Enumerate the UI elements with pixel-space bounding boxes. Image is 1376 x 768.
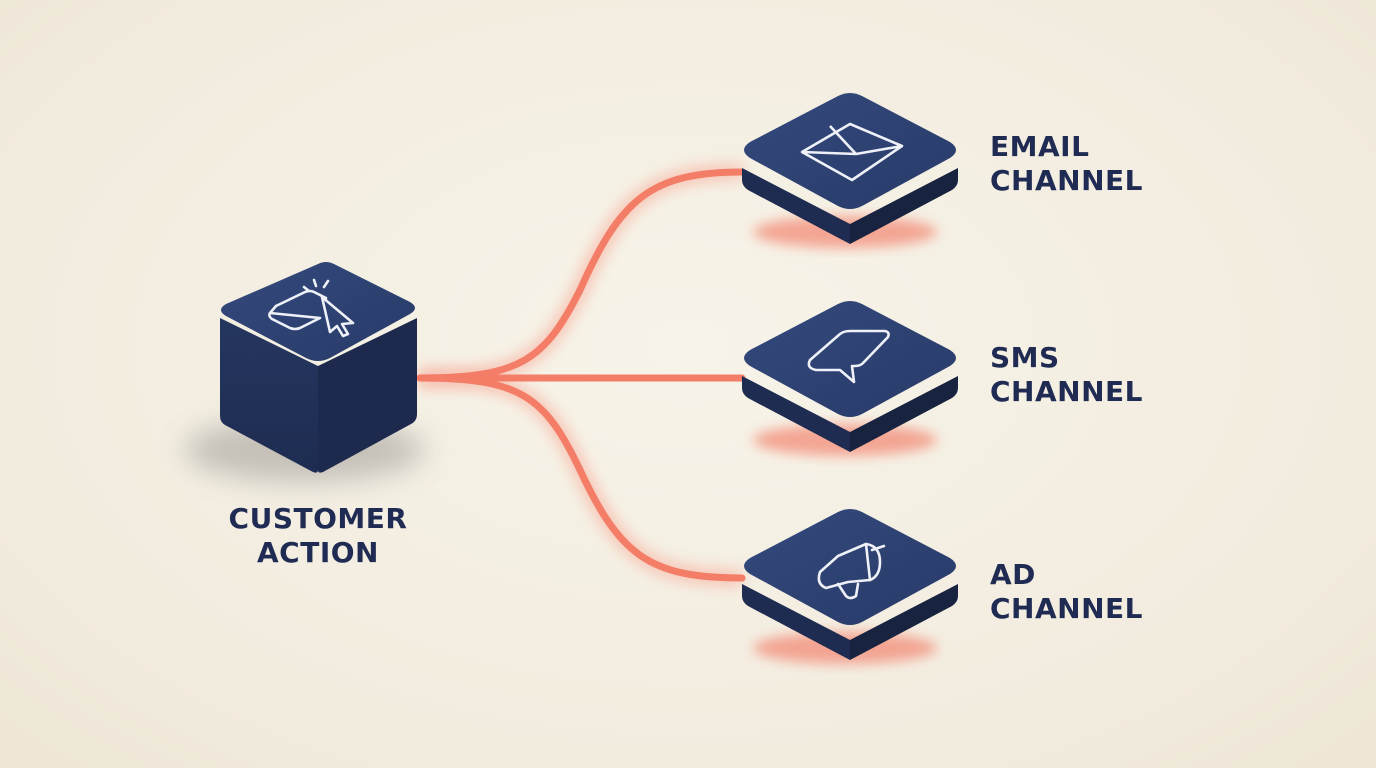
customer-action-label-line2: ACTION <box>257 536 379 569</box>
email-channel-label: EMAIL CHANNEL <box>990 130 1143 198</box>
customer-action-label: CUSTOMER ACTION <box>218 502 418 570</box>
ad-channel-label-line1: AD <box>990 558 1036 591</box>
ad-face-top <box>744 509 956 625</box>
source-face-left <box>220 318 318 473</box>
ad-channel-node <box>742 509 958 664</box>
sms-face-right <box>850 376 958 452</box>
sms-channel-node <box>742 301 958 456</box>
email-face-top <box>744 93 956 209</box>
megaphone-icon <box>817 542 886 600</box>
sms-channel-label-line2: CHANNEL <box>990 375 1143 408</box>
email-channel-label-line1: EMAIL <box>990 130 1090 163</box>
email-face-right <box>850 168 958 244</box>
ad-face-left <box>742 584 850 660</box>
connector-email <box>416 168 746 382</box>
sms-channel-label: SMS CHANNEL <box>990 341 1143 409</box>
email-channel-label-line2: CHANNEL <box>990 164 1143 197</box>
customer-action-node <box>185 262 425 482</box>
sms-face-top <box>744 301 956 417</box>
sms-face-left <box>742 376 850 452</box>
connector-ad <box>416 374 746 582</box>
sms-channel-label-line1: SMS <box>990 341 1060 374</box>
source-face-top <box>221 262 415 361</box>
ad-face-right <box>850 584 958 660</box>
email-face-left <box>742 168 850 244</box>
chat-bubble-icon <box>807 329 890 384</box>
envelope-icon <box>800 122 904 182</box>
source-face-right <box>318 318 417 473</box>
cursor-click-icon <box>268 278 355 338</box>
connector-group <box>416 168 746 582</box>
ad-channel-label: AD CHANNEL <box>990 558 1143 626</box>
connector-email-glow <box>419 164 743 386</box>
ad-channel-label-line2: CHANNEL <box>990 592 1143 625</box>
email-channel-node <box>742 93 958 248</box>
customer-action-label-line1: CUSTOMER <box>228 502 408 535</box>
